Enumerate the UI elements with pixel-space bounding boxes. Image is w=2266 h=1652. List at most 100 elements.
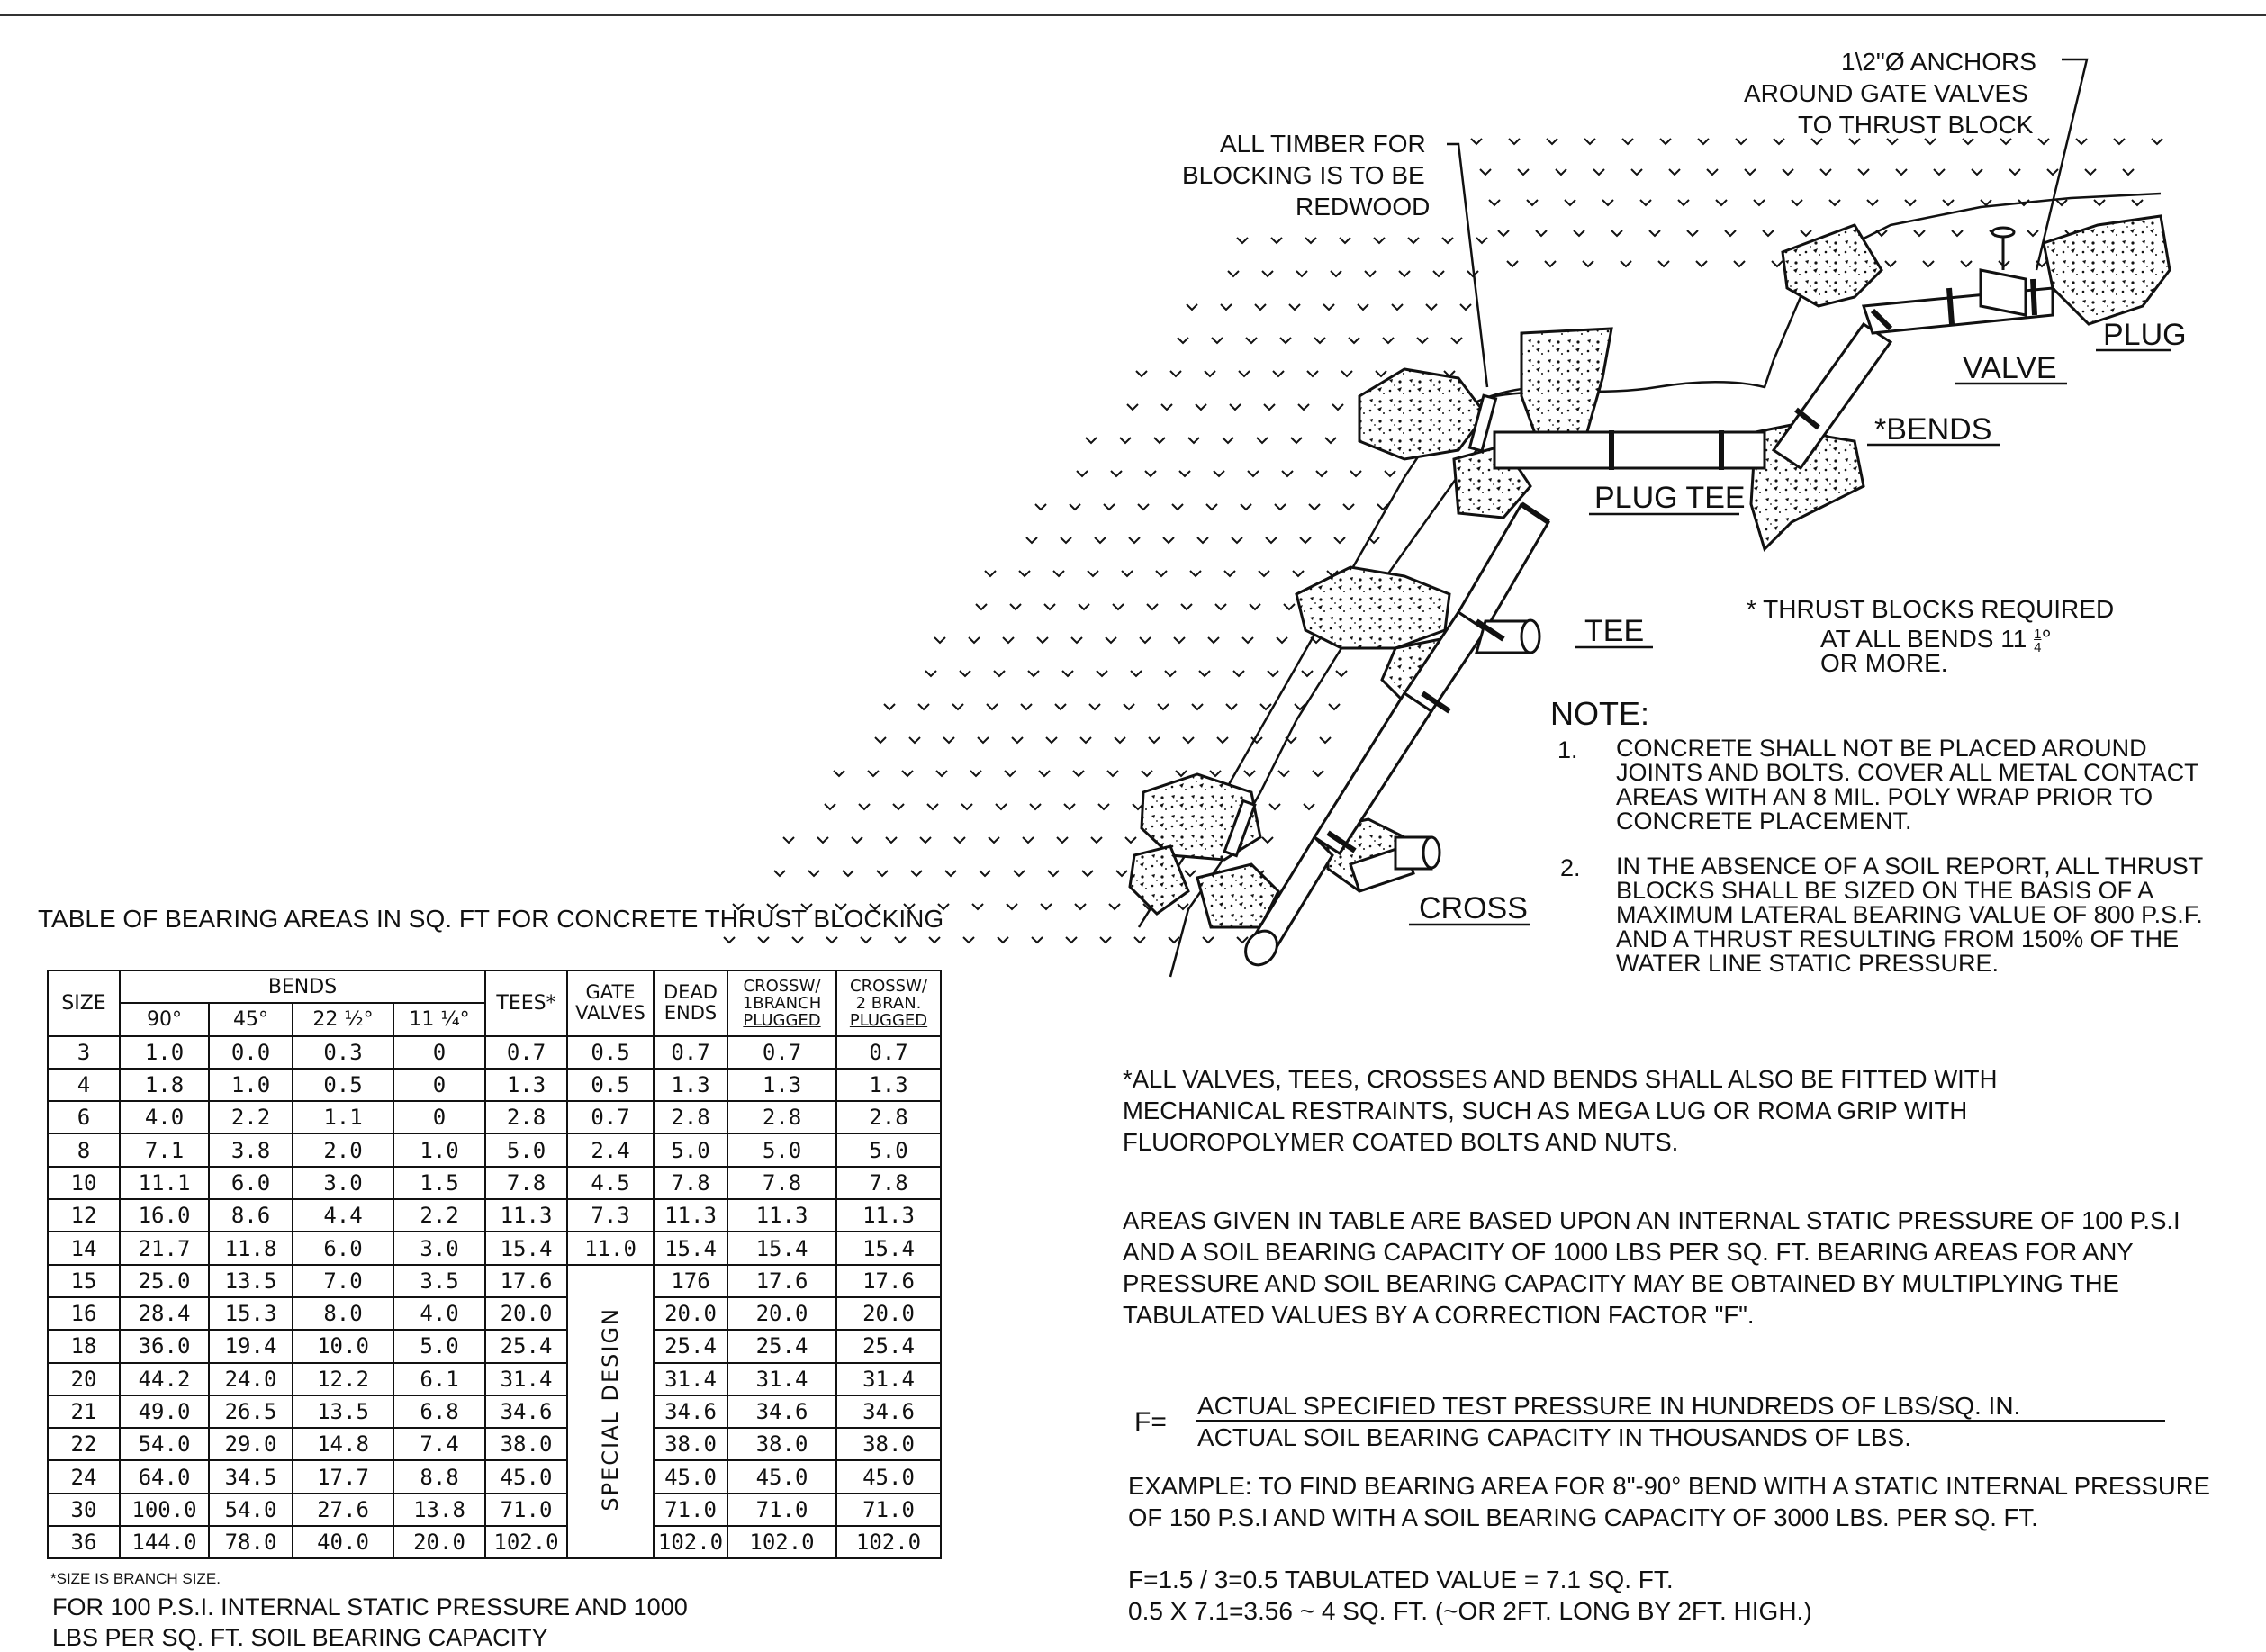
soil-mark	[1762, 230, 1774, 238]
table-cell: 10.0	[292, 1329, 394, 1364]
bends-label: *BENDS	[1874, 412, 1992, 447]
soil-mark	[901, 770, 914, 778]
soil-mark	[977, 736, 989, 745]
table-cell: 7.8	[727, 1165, 837, 1201]
soil-mark	[1384, 470, 1396, 478]
table-cell: 2.0	[292, 1133, 394, 1168]
leader-lines	[1447, 58, 2089, 388]
thrust-note-line3: OR MORE.	[1820, 649, 1948, 677]
soil-mark	[925, 670, 937, 678]
soil-mark	[1886, 138, 1899, 146]
soil-mark	[1198, 670, 1211, 678]
soil-mark	[1306, 370, 1319, 378]
label-underlines	[1409, 348, 2171, 926]
soil-mark	[2009, 168, 2021, 176]
soil-mark	[1191, 703, 1204, 711]
soil-mark	[1196, 537, 1209, 545]
table-cell: 31.4	[835, 1361, 942, 1396]
soil-mark	[1272, 370, 1285, 378]
soil-mark	[1076, 470, 1088, 478]
sheet-border-top	[0, 14, 2266, 16]
soil-mark	[1526, 199, 1539, 207]
soil-mark	[1184, 870, 1196, 878]
soil-mark	[1697, 138, 1710, 146]
soil-mark	[723, 936, 736, 944]
soil-mark	[2075, 138, 2088, 146]
soil-mark	[1220, 303, 1232, 311]
soil-mark	[1223, 570, 1236, 578]
soil-mark	[1971, 168, 1983, 176]
soil-mark	[1733, 260, 1746, 268]
table-cell: 36.0	[119, 1329, 210, 1364]
soil-mark	[1175, 770, 1187, 778]
soil-mark	[1913, 230, 1926, 238]
soil-mark	[1267, 670, 1279, 678]
header-cross2-b: 2 BRAN.	[855, 993, 922, 1013]
soil-mark	[1706, 168, 1719, 176]
soil-mark	[1099, 936, 1112, 944]
soil-mark	[1002, 636, 1015, 645]
table-cell: 0.7	[727, 1034, 837, 1070]
f-denominator: ACTUAL SOIL BEARING CAPACITY IN THOUSAND…	[1197, 1423, 1911, 1451]
soil-mark	[1227, 270, 1240, 278]
soil-mark	[1323, 303, 1335, 311]
soil-mark	[1677, 199, 1690, 207]
table-cell: 7.8	[484, 1165, 568, 1201]
areas-note: AREAS GIVEN IN TABLE ARE BASED UPON AN I…	[1123, 1206, 2180, 1329]
table-cell: 71.0	[727, 1492, 837, 1528]
soil-mark	[1476, 237, 1488, 245]
soil-mark	[959, 670, 971, 678]
soil-mark	[986, 703, 998, 711]
soil-mark	[1332, 403, 1344, 411]
soil-mark	[2151, 138, 2163, 146]
table-cell: 17.6	[835, 1263, 942, 1298]
soil-mark	[1479, 168, 1492, 176]
table-cell: 5.0	[393, 1329, 486, 1364]
soil-mark	[1202, 936, 1214, 944]
soil-mark	[1018, 570, 1031, 578]
table-cell: 25.4	[653, 1329, 728, 1364]
soil-mark	[1135, 370, 1148, 378]
table-cell: 20.0	[727, 1295, 837, 1332]
soil-mark	[1828, 199, 1841, 207]
table-cell: 31.4	[484, 1361, 568, 1396]
table-cell: 1.8	[119, 1067, 210, 1103]
soil-mark	[1951, 230, 1964, 238]
soil-mark	[2131, 199, 2144, 207]
soil-mark	[826, 936, 838, 944]
soil-mark	[1231, 537, 1243, 545]
note-2-text: IN THE ABSENCE OF A SOIL REPORT, ALL THR…	[1616, 853, 2203, 977]
table-cell: 11.3	[727, 1198, 837, 1233]
size-cell: 12	[47, 1198, 121, 1233]
size-cell: 8	[47, 1133, 121, 1168]
soil-mark	[1668, 168, 1681, 176]
soil-mark	[1467, 270, 1479, 278]
example-calc-2: 0.5 X 7.1=3.56 ~ 4 SQ. FT. (~OR 2FT. LON…	[1128, 1597, 1812, 1625]
soil-mark	[1079, 736, 1092, 745]
soil-mark	[1506, 260, 1519, 268]
soil-mark	[1357, 303, 1369, 311]
soil-mark	[2084, 168, 2097, 176]
soil-mark	[851, 836, 863, 844]
size-cell: 21	[47, 1394, 121, 1430]
soil-mark	[1270, 237, 1283, 245]
table-cell: 38.0	[484, 1427, 568, 1462]
soil-mark	[1213, 470, 1225, 478]
soil-mark	[1488, 199, 1501, 207]
soil-mark	[1186, 303, 1198, 311]
size-cell: 14	[47, 1231, 121, 1266]
table-cell: 0.5	[566, 1067, 655, 1103]
table-cell: 27.6	[292, 1492, 394, 1528]
soil-mark	[1299, 537, 1312, 545]
soil-mark	[1960, 260, 1973, 268]
table-cell: 1.3	[484, 1067, 568, 1103]
table-cell: 25.4	[727, 1329, 837, 1364]
soil-mark	[1164, 670, 1177, 678]
soil-mark	[1535, 230, 1548, 238]
soil-mark	[1895, 168, 1908, 176]
soil-mark	[782, 836, 795, 844]
table-cell: 6.0	[292, 1231, 394, 1266]
soil-mark	[1063, 803, 1076, 811]
soil-mark	[1459, 303, 1472, 311]
